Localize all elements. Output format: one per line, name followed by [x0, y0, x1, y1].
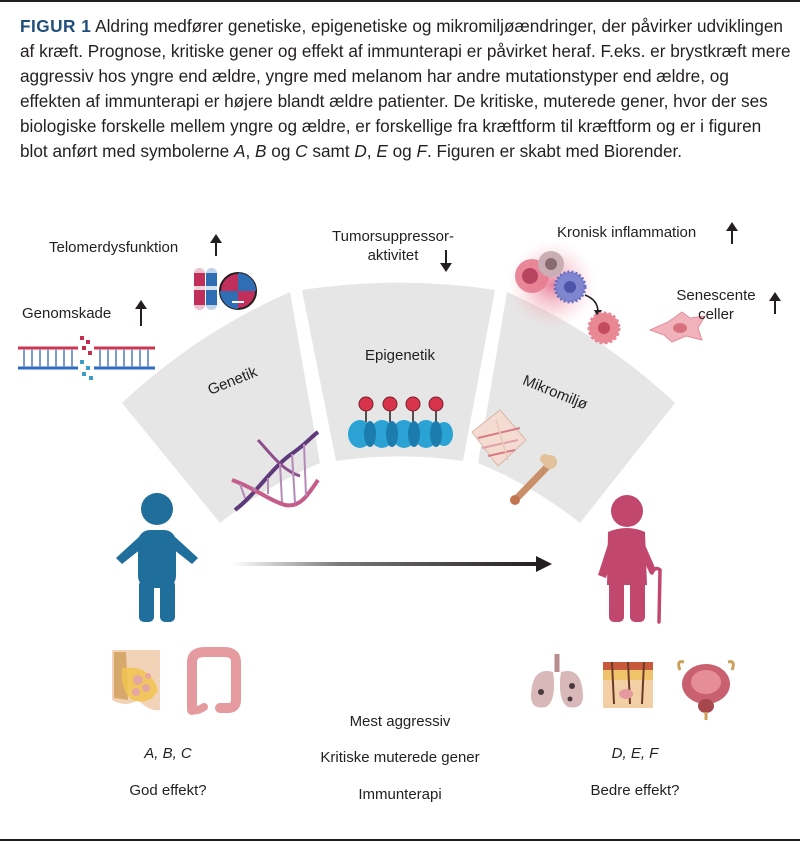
- dna-helix-icon: [231, 430, 320, 512]
- caption-og-2: og: [387, 141, 417, 161]
- label-genomskade: Genomskade: [22, 305, 112, 322]
- symbol-c: C: [295, 141, 308, 161]
- caption-sep-2: ,: [366, 141, 377, 161]
- lungs-icon: [531, 654, 583, 708]
- caption-label: FIGUR 1: [20, 16, 92, 36]
- old-person-icon: [598, 495, 656, 622]
- label-tumorsuppressor-line1: Tumorsuppressor-: [332, 228, 454, 245]
- left-effect-label: God effekt?: [129, 782, 207, 799]
- caption-text-2: . Figuren er skabt med Biorender.: [427, 141, 683, 161]
- dna-damage-icon: [18, 336, 155, 380]
- bladder-prostate-icon: [677, 660, 735, 720]
- label-telomerdysfunktion: Telomerdysfunktion: [49, 239, 179, 256]
- figure-caption: FIGUR 1 Aldring medfører genetiske, epig…: [20, 14, 792, 164]
- right-effect-label: Bedre effekt?: [590, 782, 680, 799]
- top-rule: [0, 0, 800, 2]
- right-genes-label: D, E, F: [611, 745, 659, 762]
- arrow-down-icon-tumorsuppressor: [440, 250, 452, 272]
- symbol-a: A: [233, 141, 246, 161]
- caption-samt: samt: [307, 141, 355, 161]
- skin-section-icon: [603, 661, 653, 708]
- chromosome-icon: [194, 268, 217, 310]
- caption-text-1: Aldring medfører genetiske, epigenetiske…: [20, 16, 791, 161]
- label-senescente-line2: celler: [698, 306, 734, 323]
- arrow-up-icon-genomskade: [135, 300, 147, 326]
- telomere-magnifier-icon: [219, 272, 257, 310]
- inflammation-cells-icon: [507, 240, 621, 345]
- label-tumorsuppressor-line2: aktivitet: [367, 247, 419, 264]
- symbol-e: E: [376, 141, 388, 161]
- senescent-cell-icon: [648, 311, 706, 343]
- label-senescente-line1: Senescente: [676, 287, 756, 304]
- symbol-b: B: [255, 141, 267, 161]
- label-tumorsuppressor: Tumorsuppressor- aktivitet: [308, 227, 478, 265]
- tissue-fiber-icon: [471, 409, 527, 467]
- label-kronisk-inflammation: Kronisk inflammation: [557, 224, 697, 241]
- caption-sep-1: ,: [245, 141, 256, 161]
- breast-icon: [112, 650, 160, 711]
- nucleosome-methylation-icon: [348, 396, 453, 448]
- label-senescente-celler: Senescente celler: [666, 286, 766, 324]
- age-arrow: [232, 556, 552, 572]
- colon-icon: [187, 647, 241, 715]
- arrow-up-icon-inflammation: [726, 222, 738, 244]
- arrow-up-icon-senescent: [769, 292, 781, 314]
- center-row-immunterapi: Immunterapi: [358, 786, 442, 803]
- center-row-aggressiv: Mest aggressiv: [349, 713, 451, 730]
- segment-label-epigenetik: Epigenetik: [364, 347, 436, 364]
- segment-genetik: [122, 292, 320, 523]
- segment-mikromiljo: [478, 292, 675, 523]
- walking-cane-icon: [650, 566, 662, 624]
- caption-og-1: og: [266, 141, 296, 161]
- symbol-d: D: [354, 141, 367, 161]
- symbol-f: F: [416, 141, 428, 161]
- bottom-rule: [0, 839, 800, 841]
- left-genes-label: A, B, C: [144, 745, 192, 762]
- center-row-gener: Kritiske muterede gener: [320, 749, 480, 766]
- young-person-icon: [116, 493, 198, 622]
- segment-epigenetik: [302, 282, 495, 461]
- bone-icon: [510, 454, 557, 505]
- arrow-up-icon-telomer: [210, 234, 222, 256]
